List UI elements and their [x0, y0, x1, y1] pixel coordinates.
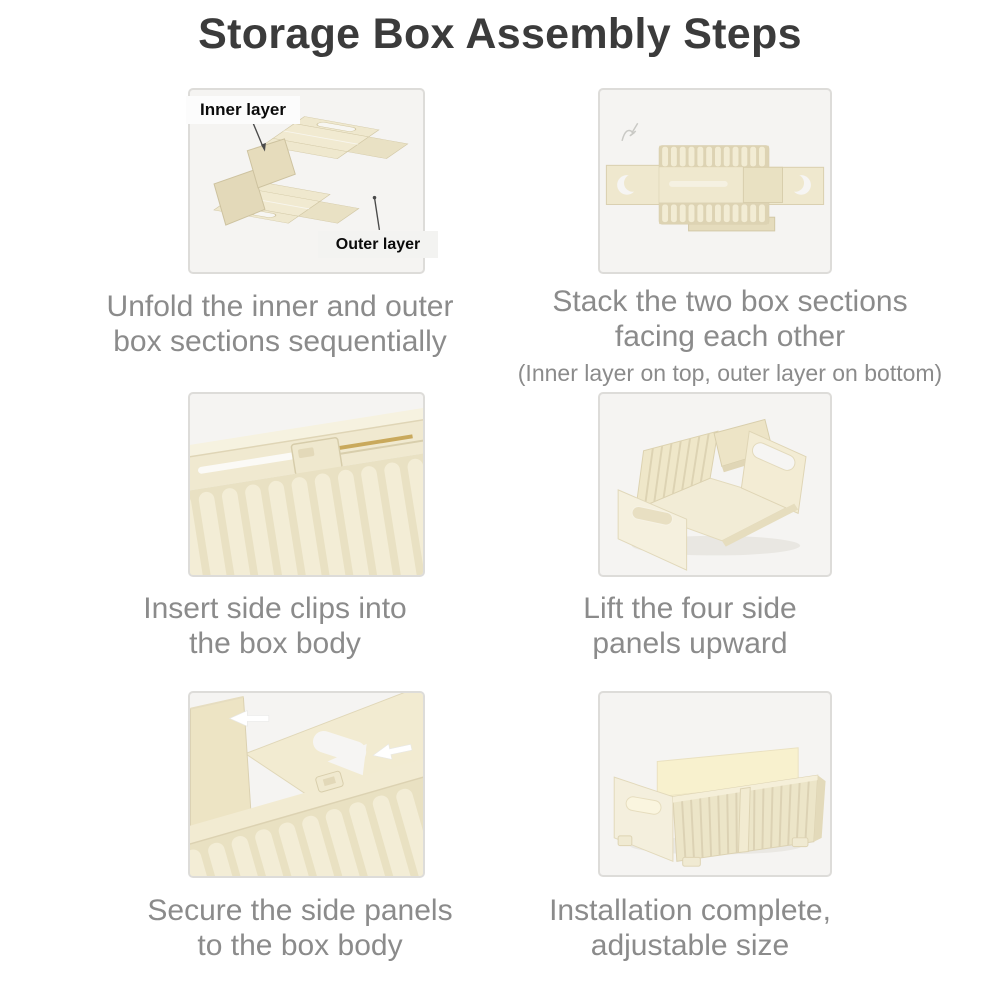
- right-end-panel: [740, 430, 807, 515]
- inner-layer-label: Inner layer: [186, 96, 300, 124]
- body-ribs: [190, 788, 423, 876]
- front-ribbed-panel: [190, 756, 423, 876]
- right-end-sliver: [813, 775, 826, 842]
- caption-line: box sections sequentially: [113, 325, 447, 358]
- front-end-panel: [617, 489, 688, 571]
- bottom-ribs: [662, 204, 765, 223]
- step5-secure-corner-illustration: [190, 693, 423, 876]
- step1-image-panel: [188, 88, 425, 274]
- arrow-left-icon: [228, 710, 270, 727]
- handle-cutout: [316, 122, 357, 132]
- clip-block: [742, 166, 784, 204]
- step1-unfolded-blanks-illustration: [213, 116, 409, 231]
- front-ribbed-side: [672, 774, 819, 862]
- gold-seam-line: [336, 434, 413, 451]
- back-ribbed-panel: [635, 430, 719, 511]
- section-divider: [737, 786, 751, 854]
- handle-cutout: [625, 796, 662, 815]
- step1-caption: Unfold the inner and outer box sections …: [60, 289, 500, 359]
- outer-standing-flap: [213, 169, 266, 226]
- inner-layer-pointer-line: [252, 123, 266, 152]
- caption-line: facing each other: [614, 320, 846, 353]
- step6-complete-box-illustration: [613, 747, 826, 867]
- step2-caption: Stack the two box sections facing each o…: [495, 284, 965, 354]
- caption-line: Secure the side panels: [147, 894, 453, 927]
- step3-clip-closeup-illustration: [190, 405, 423, 575]
- outer-layer-label: Outer layer: [318, 231, 438, 258]
- step6-caption: Installation complete, adjustable size: [480, 893, 900, 963]
- outer-layer-pointer-line: [372, 195, 381, 231]
- caption-line: the box body: [189, 627, 361, 660]
- handle-cutout: [312, 730, 367, 776]
- left-side-flap: [605, 164, 666, 205]
- sketch-mark: [621, 122, 639, 142]
- slot-track: [198, 452, 299, 474]
- caption-line: Stack the two box sections: [552, 285, 908, 318]
- step4-open-box-illustration: [617, 418, 807, 571]
- caption-line: Insert side clips into: [143, 592, 407, 625]
- step2-subcaption: (Inner layer on top, outer layer on bott…: [517, 360, 943, 386]
- handle-cutout: [631, 505, 674, 526]
- handle-cutout: [751, 442, 796, 471]
- caption-line: panels upward: [592, 627, 788, 660]
- step4-image-panel: [598, 392, 832, 577]
- step2-image-panel: [598, 88, 832, 274]
- top-ribs: [662, 146, 765, 167]
- caption-line: Installation complete,: [549, 894, 831, 927]
- caption-line: to the box body: [197, 929, 403, 962]
- step6-image-panel: [598, 691, 832, 877]
- box-feet: [617, 835, 809, 867]
- step5-image-panel: [188, 691, 425, 878]
- caption-line: Unfold the inner and outer: [106, 290, 454, 323]
- step3-image-panel: [188, 392, 425, 577]
- step4-caption: Lift the four side panels upward: [500, 591, 880, 661]
- body-ribs: [190, 458, 423, 575]
- caption-line: adjustable size: [590, 929, 790, 962]
- step2-stacked-sections-illustration: [605, 122, 825, 232]
- arrow-left-icon: [372, 743, 413, 760]
- caption-line: Lift the four side: [583, 592, 797, 625]
- inner-standing-flap: [246, 138, 296, 189]
- step3-caption: Insert side clips into the box body: [80, 591, 470, 661]
- stacked-center-block: [658, 145, 784, 225]
- step5-caption: Secure the side panels to the box body: [90, 893, 510, 963]
- page-title: Storage Box Assembly Steps: [198, 10, 802, 58]
- clip-tab: [315, 770, 344, 793]
